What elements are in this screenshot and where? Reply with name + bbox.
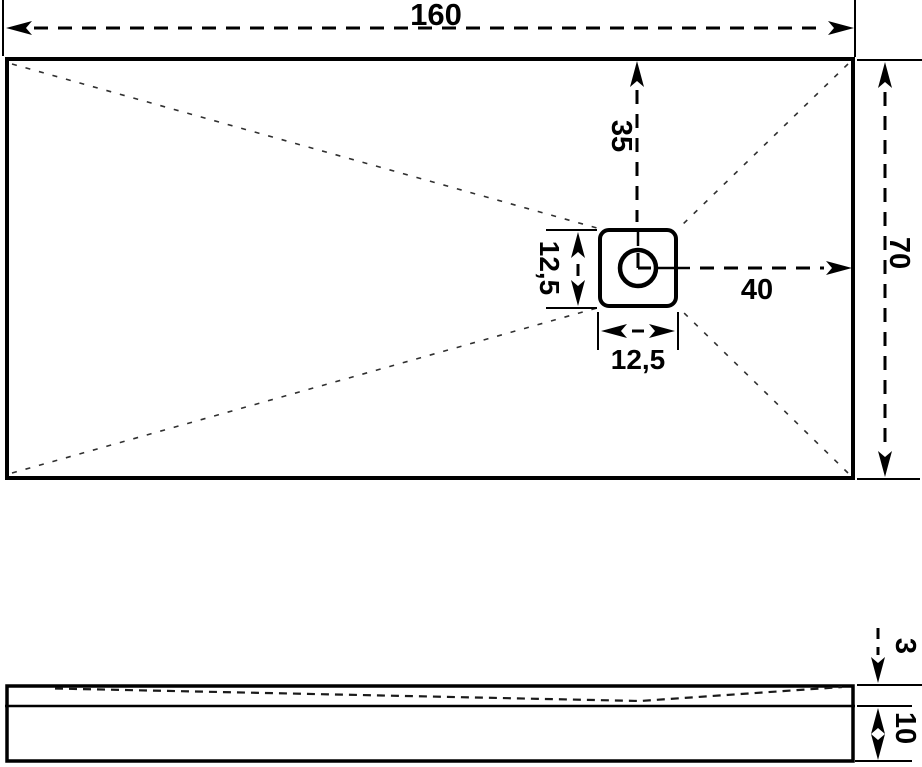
dim-drain-offset-top-label: 35	[605, 120, 637, 152]
slope-diagonal-lines	[11, 63, 849, 474]
arrow-up-icon	[630, 61, 644, 87]
dim-base-thickness: 10	[855, 705, 921, 762]
slope-line-bottom-left	[11, 307, 598, 474]
arrow-left-icon	[6, 21, 32, 35]
dim-slope-depth: 3	[857, 628, 922, 686]
dim-drain-width: 12,5	[597, 312, 679, 375]
arrow-right-icon	[649, 324, 675, 338]
dim-drain-offset-top: 35	[605, 61, 644, 222]
arrow-left-icon	[601, 324, 627, 338]
dim-width-total: 160	[2, 0, 856, 57]
tray-outline-side-view	[5, 684, 855, 763]
dim-drain-width-label: 12,5	[611, 344, 666, 375]
dim-drain-height: 12,5	[534, 229, 597, 309]
dim-drain-offset-right-label: 40	[741, 274, 773, 306]
dim-height-total: 70	[857, 59, 922, 480]
arrow-down-icon	[871, 657, 885, 683]
arrow-down-icon	[571, 280, 585, 306]
arrow-down-icon	[878, 451, 892, 477]
arrow-up-icon	[878, 62, 892, 88]
slope-line-top-left	[11, 63, 598, 229]
side-view-slope-dashed-line	[54, 685, 843, 703]
arrow-up-icon	[871, 708, 885, 734]
dim-drain-height-label: 12,5	[534, 241, 565, 296]
arrow-up-icon	[571, 232, 585, 258]
arrow-right-icon	[826, 261, 852, 275]
drain-clock-hands-icon	[636, 253, 651, 270]
arrow-right-icon	[828, 21, 854, 35]
dim-height-total-label: 70	[883, 237, 915, 269]
dim-width-total-label: 160	[410, 0, 462, 32]
arrow-down-icon	[871, 734, 885, 760]
slope-line-top-right	[678, 63, 849, 229]
dim-drain-offset-right: 40	[700, 261, 852, 306]
dim-base-thickness-label: 10	[889, 712, 921, 744]
slope-line-bottom-right	[678, 307, 849, 474]
dim-slope-depth-label: 3	[889, 638, 921, 654]
